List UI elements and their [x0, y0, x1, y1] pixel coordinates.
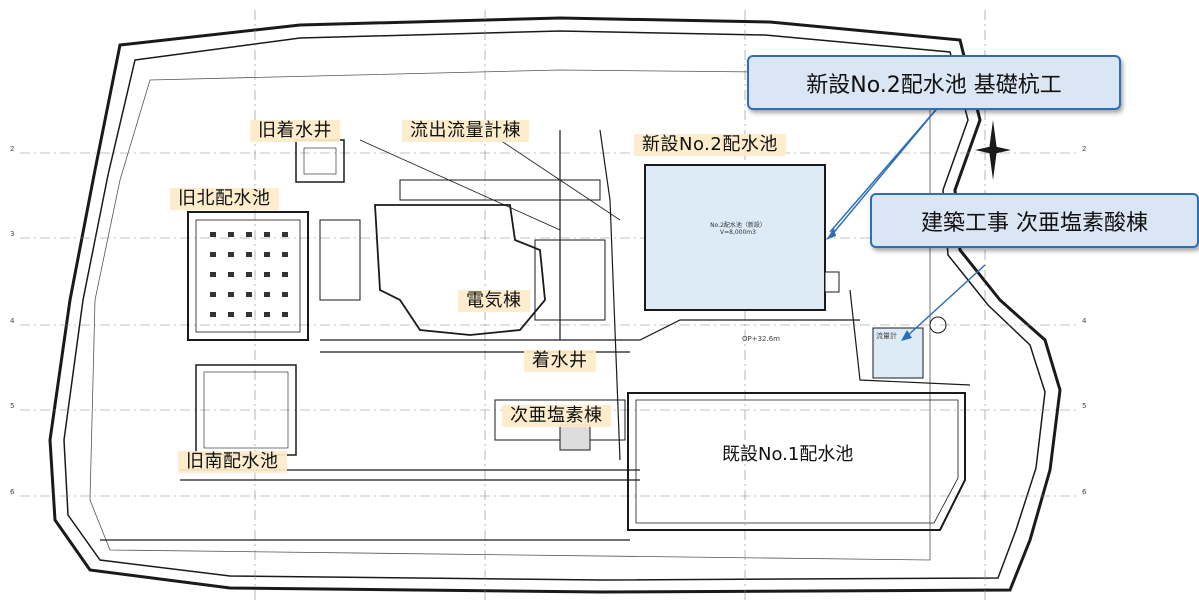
callout-arrowheads: [826, 228, 912, 341]
label-hypochlorite-building: 次亜塩素棟: [502, 405, 611, 427]
label-electrical-building: 電気棟: [458, 290, 530, 312]
label-new-no2-reservoir: 新設No.2配水池: [634, 134, 786, 156]
label-outflow-meter-building: 流出流量計棟: [402, 120, 529, 142]
new-no2-reservoir-structure: [644, 164, 840, 311]
label-old-north-reservoir: 旧北配水池: [170, 188, 279, 210]
grid-marker-6-left: 6: [10, 488, 15, 496]
grid-marker-2-left: 2: [10, 145, 15, 153]
label-intake-well: 着水井: [524, 350, 596, 372]
grid-marker-6-right: 6: [1082, 488, 1087, 496]
site-boundary: [48, 16, 1062, 594]
grid-marker-5-right: 5: [1082, 402, 1087, 410]
label-old-south-reservoir: 旧南配水池: [178, 451, 287, 473]
central-buildings: [319, 179, 626, 451]
grid-marker-3-left: 3: [10, 230, 15, 238]
grid-marker-4-right: 4: [1082, 317, 1087, 325]
no2-reservoir-note-line1: No.2配水池（新設）: [710, 222, 766, 229]
flow-meter-text: 流量計: [876, 332, 897, 340]
label-existing-no1-reservoir: 既設No.1配水池: [722, 444, 854, 465]
grid-marker-5-left: 5: [10, 402, 15, 410]
label-leader-lines: [359, 139, 621, 231]
grid-marker-2-right: 2: [1082, 145, 1087, 153]
no2-reservoir-note: No.2配水池（新設） V=8,000m3: [668, 222, 808, 236]
no2-reservoir-note-line2: V=8,000m3: [720, 229, 756, 236]
old-north-reservoir-structure: [187, 211, 309, 341]
old-intake-well-structure: [295, 139, 345, 183]
callout-building-work: 建築工事 次亜塩素酸棟: [870, 193, 1199, 248]
callout-leader-lines: [829, 104, 986, 339]
flow-meter-structure: [872, 316, 947, 379]
callout-foundation-piles: 新設No.2配水池 基礎杭工: [747, 55, 1121, 110]
grid-marker-4-left: 4: [10, 317, 15, 325]
north-arrow-icon: [975, 120, 1011, 180]
existing-no1-reservoir-structure: [627, 392, 966, 531]
label-old-intake-well: 旧着水井: [250, 120, 340, 142]
op-level-text: OP+32.6m: [742, 335, 781, 343]
